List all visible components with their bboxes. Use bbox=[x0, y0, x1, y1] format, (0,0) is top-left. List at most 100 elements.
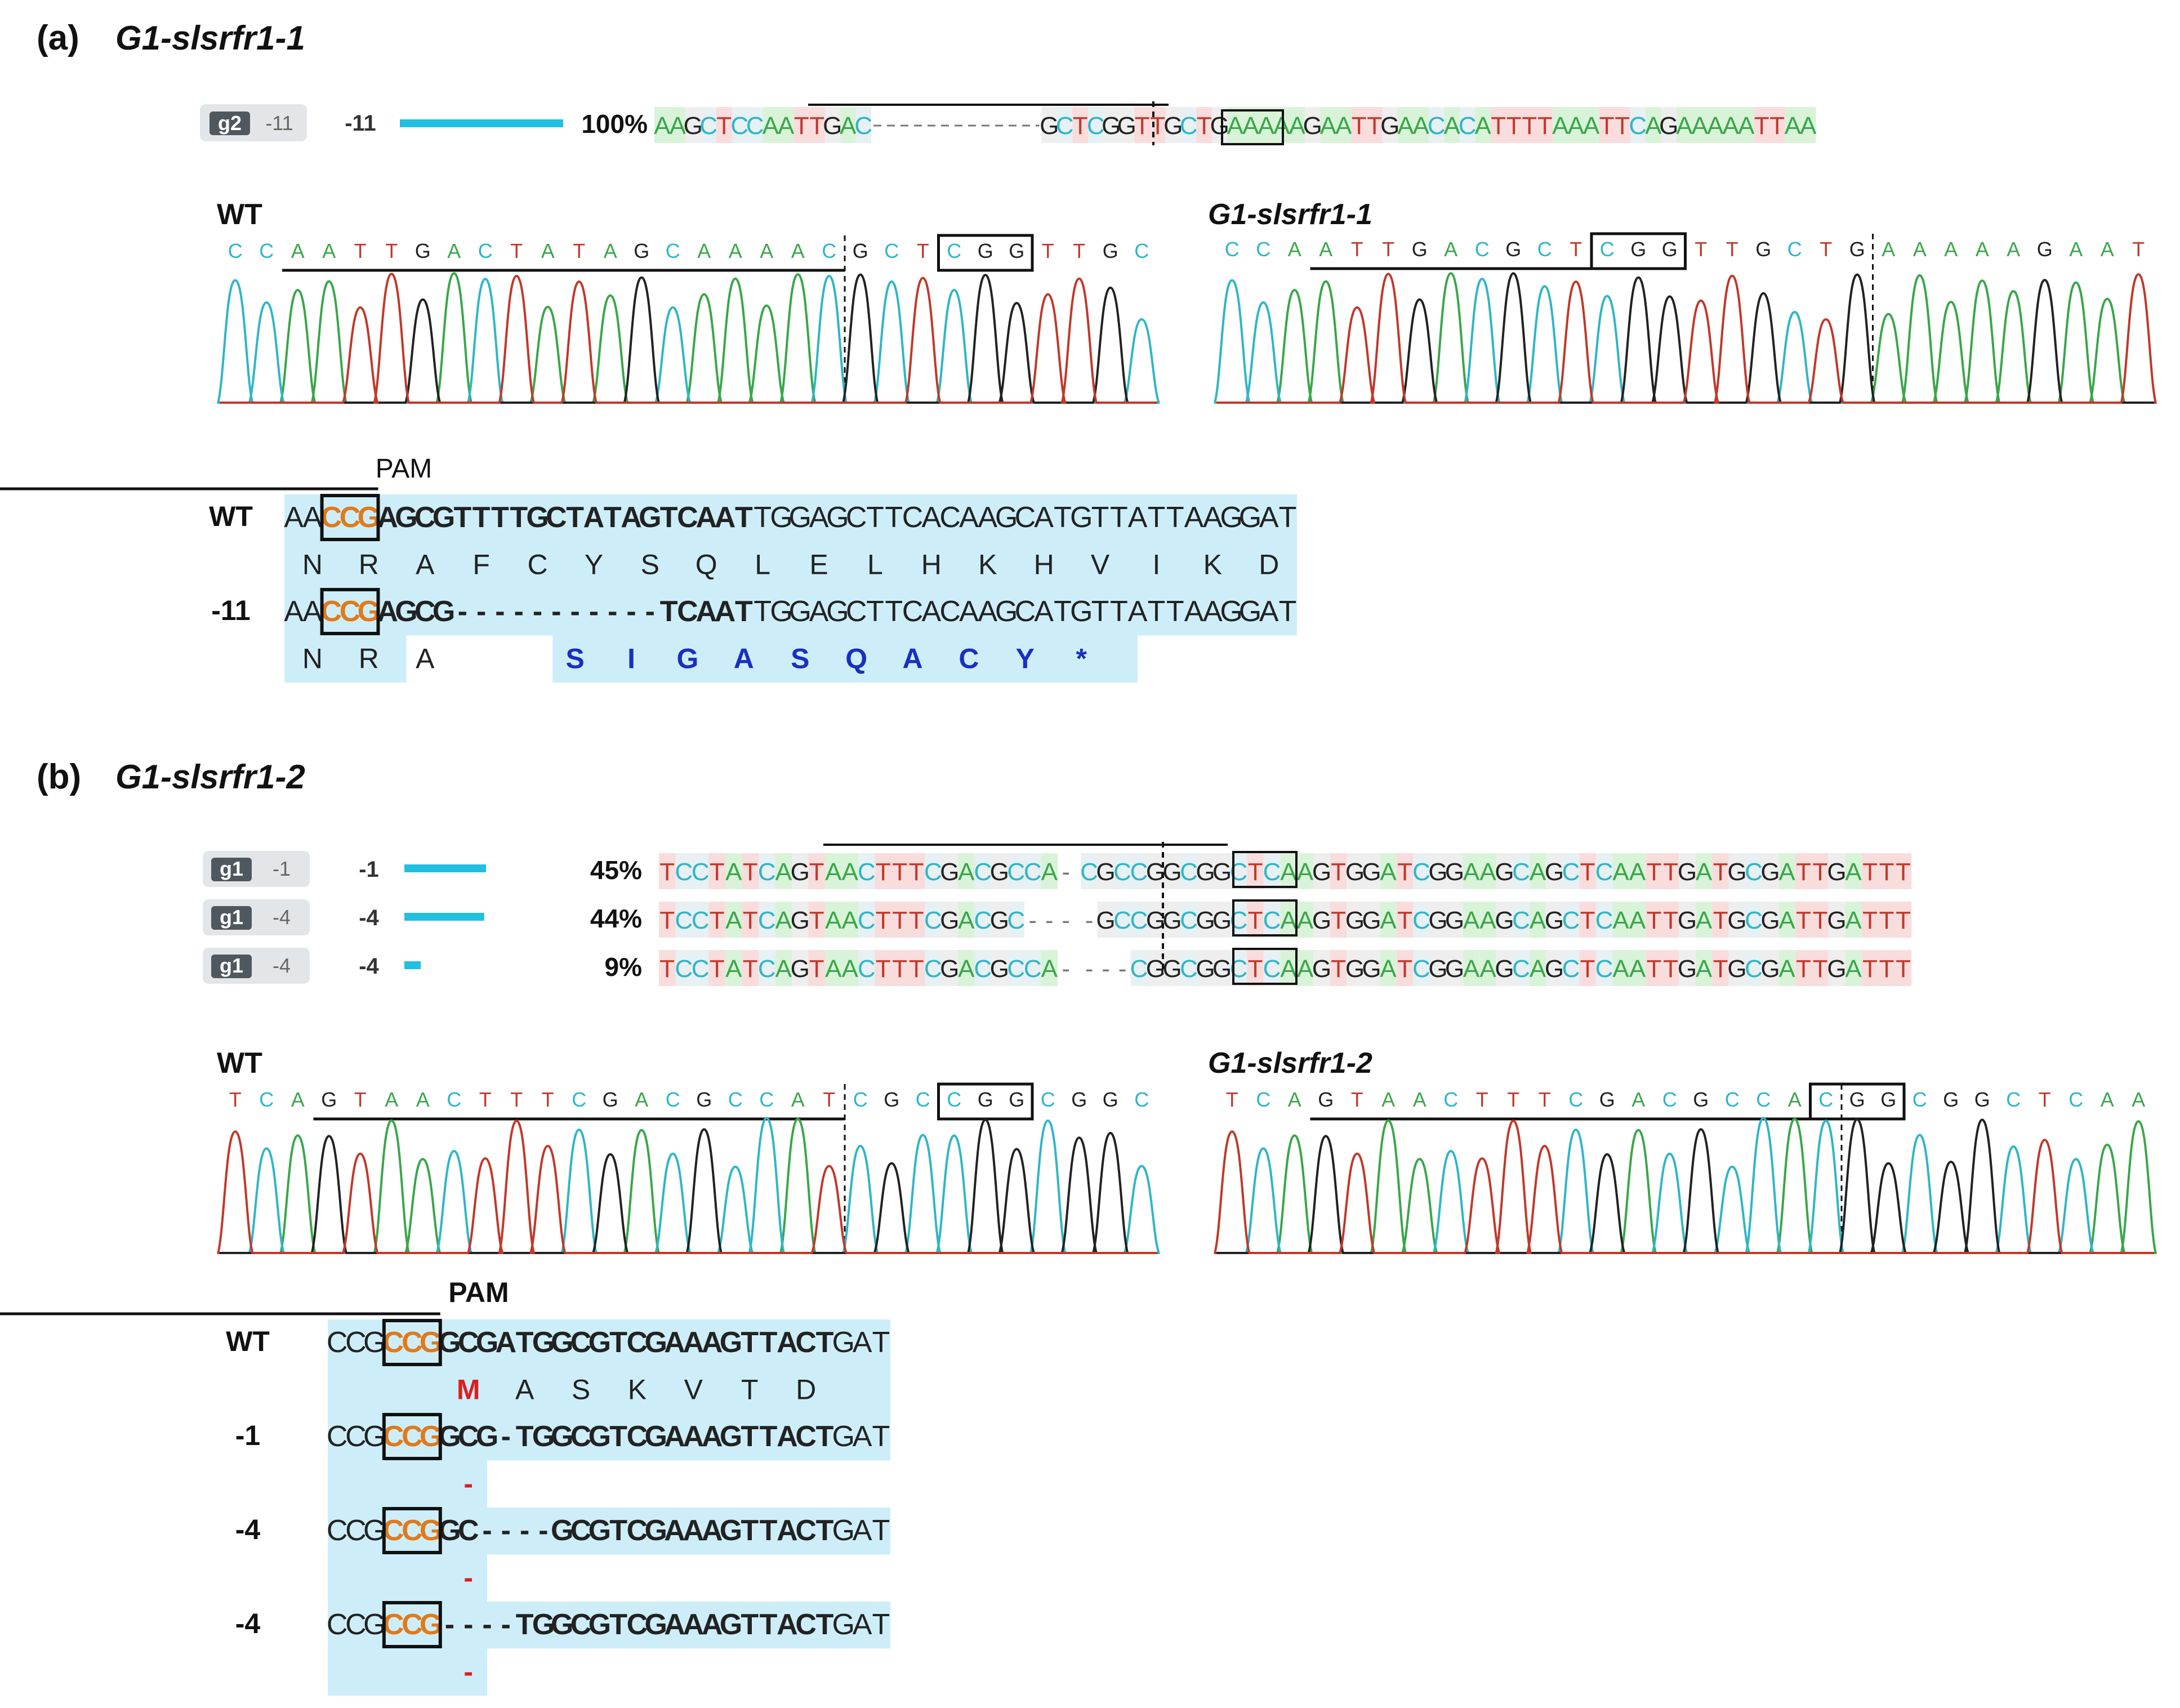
ice-base-bg bbox=[708, 950, 725, 986]
ice-base: G bbox=[1303, 112, 1322, 140]
chrom-base-call: C bbox=[1443, 1088, 1458, 1111]
amino-acid: F bbox=[472, 549, 490, 581]
ice-base-bg bbox=[685, 107, 701, 143]
align-base: C bbox=[939, 501, 961, 534]
ice-base: A bbox=[1692, 112, 1709, 140]
ice-base: A bbox=[1297, 858, 1314, 886]
ice-indel: -4 bbox=[359, 906, 379, 930]
ice-base-bg bbox=[1475, 107, 1491, 143]
ice-base: T bbox=[1879, 955, 1894, 983]
chrom-base-call: A bbox=[1444, 238, 1457, 261]
ice-indel: -11 bbox=[345, 111, 376, 136]
chrom-base-call: C bbox=[1818, 1088, 1833, 1111]
amino-acid: - bbox=[463, 1468, 473, 1500]
ice-base: - bbox=[1085, 955, 1094, 983]
ice-base-bg bbox=[1529, 902, 1546, 938]
chrom-base-call: T bbox=[823, 1088, 835, 1111]
ice-base-bg bbox=[1263, 853, 1281, 889]
ice-base: T bbox=[809, 955, 824, 983]
ice-base: G bbox=[1445, 907, 1464, 934]
align-base: T bbox=[516, 1608, 534, 1641]
chrom-base-call: C bbox=[259, 239, 274, 262]
ice-base-bg bbox=[875, 853, 891, 889]
ice-base-bg bbox=[974, 902, 991, 938]
ice-base: A bbox=[1380, 858, 1397, 886]
amino-acid: N bbox=[302, 643, 323, 675]
ice-base-bg bbox=[1347, 853, 1363, 889]
chrom-base-call: C bbox=[947, 239, 961, 262]
ice-base: A bbox=[1530, 955, 1546, 983]
ice-base: - bbox=[1062, 955, 1070, 983]
ice-base: T bbox=[876, 907, 891, 934]
align-base: G bbox=[526, 501, 549, 534]
ice-base-bg bbox=[1800, 107, 1816, 143]
ice-base-bg bbox=[1795, 950, 1812, 986]
ice-base: A bbox=[1297, 955, 1314, 983]
chrom-trace-G bbox=[1216, 1118, 2154, 1254]
align-base: G bbox=[420, 1420, 442, 1453]
panel-b-letter: (b) bbox=[37, 757, 81, 796]
align-base: G bbox=[720, 1608, 742, 1641]
ice-base: T bbox=[1331, 858, 1346, 886]
ice-base-bg bbox=[1180, 902, 1197, 938]
ice-base-bg bbox=[1347, 902, 1363, 938]
align-base: T bbox=[816, 1420, 834, 1453]
chrom-base-call: G bbox=[853, 239, 868, 262]
ice-base: G bbox=[1428, 955, 1447, 983]
ice-base: A bbox=[1530, 907, 1546, 934]
ice-base: C bbox=[758, 907, 776, 934]
ice-base: G bbox=[791, 907, 810, 934]
chrom-base-call: G bbox=[978, 1088, 993, 1111]
align-base: G bbox=[476, 1326, 498, 1359]
ice-base-bg bbox=[775, 950, 792, 986]
ice-base-bg bbox=[1296, 853, 1314, 889]
align-base: T bbox=[1166, 595, 1184, 628]
ice-base-bg bbox=[1351, 107, 1367, 143]
ice-base: A bbox=[840, 112, 857, 140]
amino-acid: Q bbox=[696, 549, 717, 581]
ice-base-bg bbox=[1584, 107, 1599, 143]
ice-base-bg bbox=[1024, 853, 1041, 889]
amino-acid: A bbox=[416, 549, 435, 581]
chrom-base-call: A bbox=[2069, 238, 2083, 261]
chrom-trace-T bbox=[1216, 273, 2157, 404]
ice-base: A bbox=[1530, 858, 1546, 886]
align-base: A bbox=[284, 501, 304, 534]
chrom-base-call: T bbox=[1351, 238, 1363, 261]
aa-row-bg bbox=[552, 635, 1138, 683]
align-base: G bbox=[1070, 595, 1093, 628]
ice-base-bg bbox=[1396, 950, 1414, 986]
amino-acid: D bbox=[796, 1374, 816, 1406]
ice-base-bg bbox=[675, 853, 692, 889]
ice-base-bg bbox=[1728, 853, 1746, 889]
ice-base: T bbox=[1896, 955, 1911, 983]
ice-base: T bbox=[1796, 858, 1811, 886]
ice-contribution-bar bbox=[404, 961, 421, 969]
align-base: - bbox=[501, 1514, 511, 1547]
ice-base: A bbox=[825, 858, 842, 886]
ice-base-bg bbox=[1097, 853, 1114, 889]
chrom-base-call: A bbox=[604, 239, 617, 262]
ice-base: A bbox=[1320, 112, 1337, 140]
ice-base: C bbox=[1180, 955, 1198, 983]
align-base: A bbox=[1184, 501, 1204, 534]
pam-box bbox=[382, 1319, 442, 1366]
ice-base: C bbox=[1130, 907, 1148, 934]
ice-base-bg bbox=[858, 853, 875, 889]
ice-base: A bbox=[1723, 112, 1740, 140]
align-base: A bbox=[303, 501, 323, 534]
chrom-base-call: G bbox=[1662, 238, 1678, 261]
align-base: - bbox=[495, 595, 505, 628]
ice-base-bg bbox=[1130, 853, 1148, 889]
align-base: T bbox=[453, 501, 471, 534]
ice-base-bg bbox=[1247, 950, 1264, 986]
align-base: C bbox=[795, 1608, 817, 1641]
ice-base-bg bbox=[1662, 902, 1679, 938]
frameshift-amino-acid: S bbox=[565, 643, 584, 675]
ice-base-bg bbox=[1180, 853, 1197, 889]
ice-base: - bbox=[1028, 907, 1037, 934]
ice-base: T bbox=[1647, 955, 1662, 983]
